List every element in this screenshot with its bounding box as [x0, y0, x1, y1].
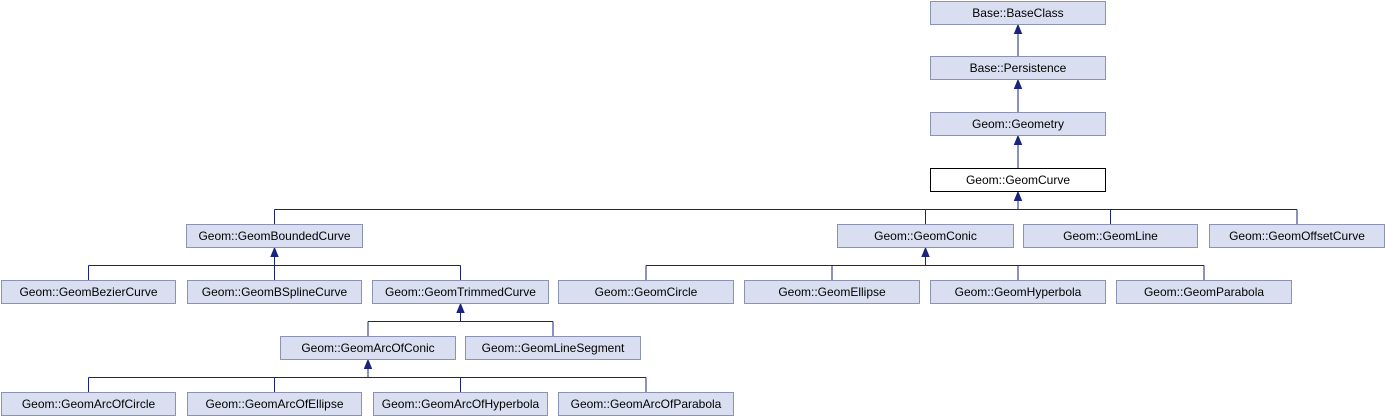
- class-node-label: Geom::GeomBoundedCurve: [198, 229, 350, 243]
- class-node-box: [465, 336, 641, 360]
- class-node-label: Base::BaseClass: [972, 6, 1063, 20]
- class-node-bsplinecurve[interactable]: Geom::GeomBSplineCurve: [187, 280, 362, 304]
- class-node-box: [1116, 280, 1292, 304]
- inheritance-arrowhead-geometry: [1013, 134, 1023, 145]
- class-node-label: Geom::GeomArcOfEllipse: [205, 397, 343, 411]
- class-node-box: [280, 336, 456, 360]
- class-node-box: [1, 280, 176, 304]
- class-node-beziercurve[interactable]: Geom::GeomBezierCurve: [1, 280, 176, 304]
- class-node-box: [930, 112, 1106, 136]
- inheritance-arrowhead-persistence: [1013, 78, 1023, 89]
- class-node-parabola[interactable]: Geom::GeomParabola: [1116, 280, 1292, 304]
- class-node-geometry[interactable]: Geom::Geometry: [930, 112, 1106, 136]
- class-node-label: Geom::GeomArcOfCircle: [22, 397, 156, 411]
- class-node-box: [372, 280, 549, 304]
- class-node-hyperbola[interactable]: Geom::GeomHyperbola: [930, 280, 1106, 304]
- class-node-conic[interactable]: Geom::GeomConic: [837, 224, 1014, 248]
- edges: [88, 23, 1298, 393]
- class-node-box: [186, 224, 363, 248]
- class-node-label: Geom::GeomCircle: [595, 285, 698, 299]
- inheritance-arrowhead-arcofconic: [363, 358, 373, 369]
- class-node-arcofparabola[interactable]: Geom::GeomArcOfParabola: [558, 392, 734, 416]
- class-node-label: Geom::Geometry: [972, 117, 1064, 131]
- class-node-box: [837, 224, 1014, 248]
- inheritance-arrowhead-trimmedcurve: [456, 302, 465, 313]
- class-node-arcofellipse[interactable]: Geom::GeomArcOfEllipse: [187, 392, 362, 416]
- class-node-label: Geom::GeomHyperbola: [955, 285, 1082, 299]
- class-node-box: [930, 280, 1106, 304]
- class-node-label: Geom::GeomEllipse: [778, 285, 886, 299]
- class-node-box: [930, 168, 1106, 192]
- class-node-geomcurve: Geom::GeomCurve: [930, 168, 1106, 192]
- class-node-arcofhyperbola[interactable]: Geom::GeomArcOfHyperbola: [373, 392, 548, 416]
- class-node-label: Geom::GeomTrimmedCurve: [385, 285, 536, 299]
- class-node-label: Geom::GeomArcOfConic: [301, 341, 434, 355]
- class-node-label: Geom::GeomLineSegment: [482, 341, 625, 355]
- class-node-label: Geom::GeomArcOfHyperbola: [382, 397, 540, 411]
- class-node-label: Geom::GeomLine: [1063, 229, 1158, 243]
- class-node-boundedcurve[interactable]: Geom::GeomBoundedCurve: [186, 224, 363, 248]
- class-node-arcofcircle[interactable]: Geom::GeomArcOfCircle: [1, 392, 176, 416]
- class-node-box: [744, 280, 920, 304]
- inheritance-arrowhead-geomcurve: [1013, 190, 1023, 201]
- class-node-box: [1023, 224, 1198, 248]
- inheritance-arrowhead-boundedcurve: [270, 246, 279, 257]
- class-node-box: [558, 280, 734, 304]
- class-node-box: [930, 56, 1106, 80]
- class-node-label: Geom::GeomBezierCurve: [19, 285, 157, 299]
- class-node-line[interactable]: Geom::GeomLine: [1023, 224, 1198, 248]
- class-node-ellipse[interactable]: Geom::GeomEllipse: [744, 280, 920, 304]
- class-node-arcofconic[interactable]: Geom::GeomArcOfConic: [280, 336, 456, 360]
- class-node-box: [930, 1, 1106, 25]
- class-node-offsetcurve[interactable]: Geom::GeomOffsetCurve: [1209, 224, 1385, 248]
- class-node-label: Base::Persistence: [970, 61, 1067, 75]
- class-node-label: Geom::GeomParabola: [1144, 285, 1264, 299]
- inheritance-arrowhead-conic: [921, 246, 930, 257]
- class-node-label: Geom::GeomArcOfParabola: [571, 397, 722, 411]
- class-node-persistence[interactable]: Base::Persistence: [930, 56, 1106, 80]
- class-node-circle[interactable]: Geom::GeomCircle: [558, 280, 734, 304]
- class-node-baseclass[interactable]: Base::BaseClass: [930, 1, 1106, 25]
- class-node-label: Geom::GeomConic: [874, 229, 977, 243]
- class-node-trimmedcurve[interactable]: Geom::GeomTrimmedCurve: [372, 280, 549, 304]
- class-node-label: Geom::GeomOffsetCurve: [1229, 229, 1365, 243]
- inheritance-arrowhead-baseclass: [1013, 23, 1023, 34]
- class-node-label: Geom::GeomBSplineCurve: [202, 285, 348, 299]
- class-node-label: Geom::GeomCurve: [966, 173, 1070, 187]
- class-node-linesegment[interactable]: Geom::GeomLineSegment: [465, 336, 641, 360]
- class-node-box: [187, 280, 362, 304]
